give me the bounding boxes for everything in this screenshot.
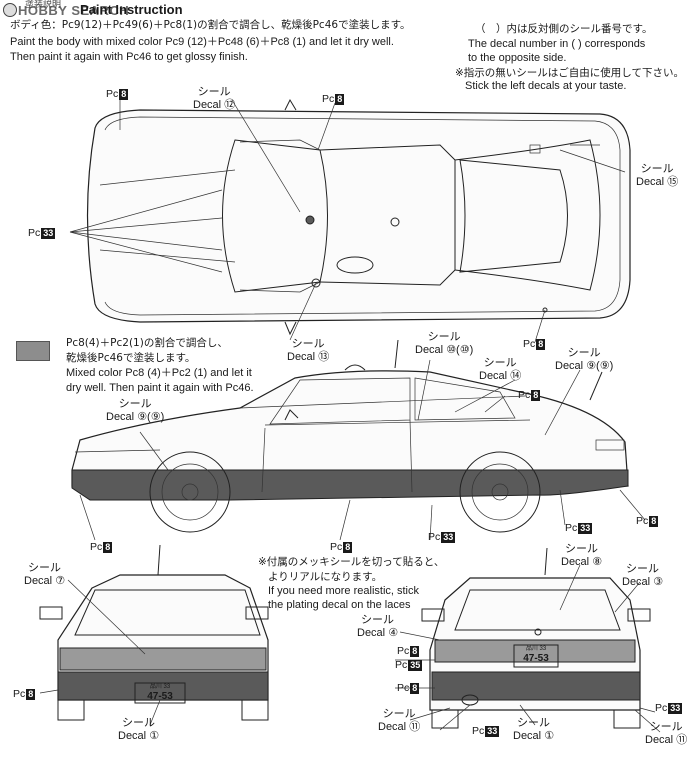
lower-paint-jp-1: Pc8(4)＋Pc2(1)の割合で調合し、 <box>66 337 228 349</box>
top-view <box>69 98 631 343</box>
plating-note-en-1: If you need more realistic, stick <box>268 585 420 597</box>
body-paint-en-2: Then paint it again with Pc46 to get glo… <box>10 51 248 63</box>
decal-note-en-1: The decal number in ( ) corresponds <box>468 38 646 50</box>
free-decal-jp: ※指示の無いシールはご自由に使用して下さい。 <box>455 67 684 79</box>
plating-note-jp-2: よりリアルになります。 <box>268 571 383 583</box>
color-swatch-gray <box>16 341 50 361</box>
lower-paint-en-1: Mixed color Pc8 (4)＋Pc2 (1) and let it <box>66 367 252 379</box>
rear-view <box>395 547 661 733</box>
plating-note-jp-1: ※付属のメッキシールを切って貼ると、 <box>258 556 445 568</box>
front-view <box>39 544 269 726</box>
section-title-jp: 塗装説明 <box>25 0 62 10</box>
decal-note-en-2: to the opposite side. <box>468 52 567 64</box>
header-badge <box>3 3 17 17</box>
lower-paint-en-2: dry well. Then paint it again with Pc46. <box>66 382 254 394</box>
brand-watermark: HOBBY SEARCH <box>18 3 130 18</box>
lower-paint-jp-2: 乾燥後Pc46で塗装します。 <box>66 352 196 364</box>
body-paint-jp: ボディ色：Pc9(12)＋Pc49(6)＋Pc8(1)の割合で調合し、乾燥後Pc… <box>10 19 411 31</box>
free-decal-en: Stick the left decals at your taste. <box>465 80 627 92</box>
decal-note-jp: （ ）内は反対側のシール番号です。 <box>475 23 653 35</box>
body-paint-en-1: Paint the body with mixed color Pc9 (12)… <box>10 36 394 48</box>
page-title: Paint Instruction <box>80 2 183 17</box>
side-view <box>71 339 646 541</box>
plating-note-en-2: the plating decal on the laces <box>268 599 411 611</box>
